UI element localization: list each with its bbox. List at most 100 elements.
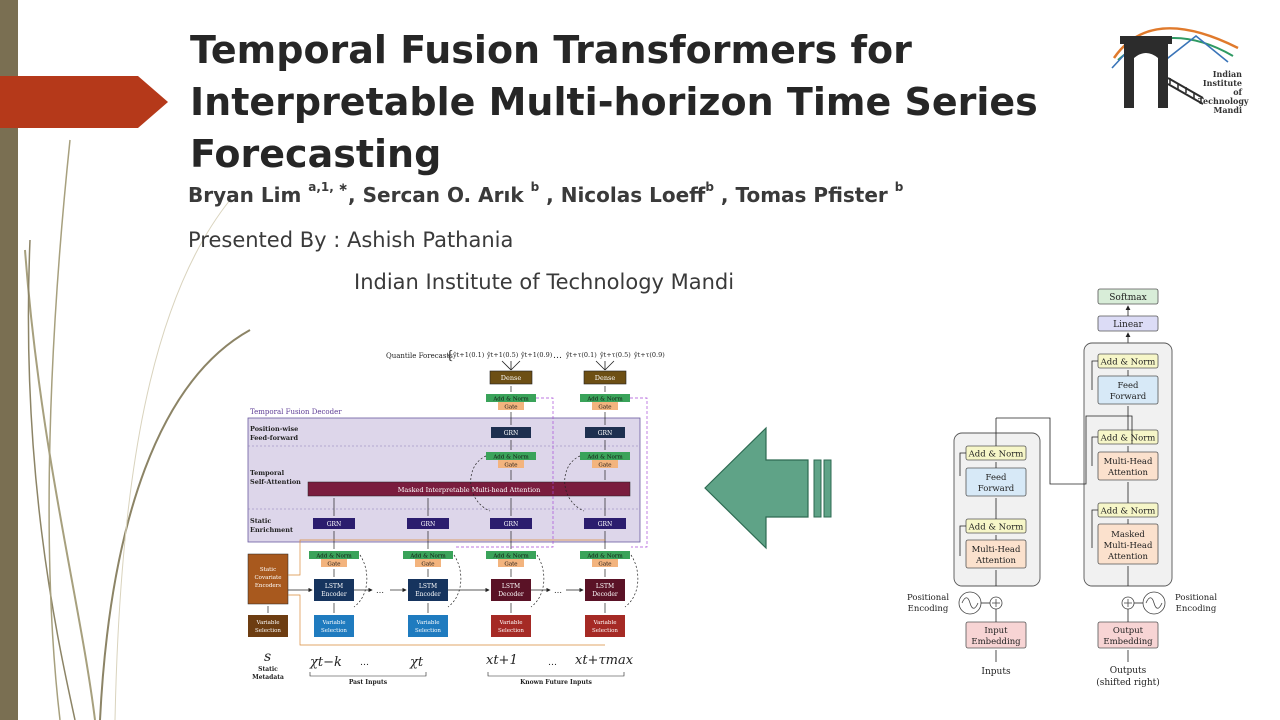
pos-ff-label-2: Feed-forward	[250, 434, 299, 442]
lstm-dec-label-2a: LSTM	[596, 583, 614, 590]
static-cov-label-2: Covariate	[254, 575, 281, 581]
top-addnorm-1	[486, 394, 536, 402]
enc-mha-label-1: Multi-Head	[972, 545, 1021, 555]
mid-addnorm-2	[580, 452, 630, 460]
variable-selection-4	[585, 615, 625, 637]
title-line-3: Forecasting	[190, 132, 442, 176]
varsel-label-1b: Selection	[321, 628, 347, 634]
dec-masked-label-1: Masked	[1111, 530, 1145, 540]
static-varsel-label-2: Selection	[255, 628, 281, 634]
lstm-encoder-2	[408, 579, 448, 601]
grn-enrich-label-1: GRN	[327, 521, 342, 528]
author-1: Bryan Lim	[188, 183, 302, 207]
accent-arrow-shape	[0, 76, 168, 128]
lstm-enc-label-1a: LSTM	[325, 583, 343, 590]
author-4-affiliation: b	[894, 180, 904, 195]
dec-addnorm-mid-label: Add & Norm	[1100, 434, 1156, 444]
grn-enrich-1	[313, 518, 355, 529]
quantile-tau-0.5: ŷt+τ(0.5)	[599, 351, 631, 359]
static-enrich-label-2: Enrichment	[250, 526, 293, 534]
static-meta-label-1: Static	[258, 666, 278, 673]
low-addnorm-label-2: Add & Norm	[409, 554, 446, 560]
low-gate-label-4: Gate	[598, 562, 611, 568]
varsel-label-1a: Variable	[322, 620, 346, 626]
grn-enrich-2	[407, 518, 449, 529]
grn-enrich-label-3: GRN	[504, 521, 519, 528]
input-dots-past: …	[360, 658, 369, 668]
variable-selection-1	[314, 615, 354, 637]
dense-box-1	[489, 370, 533, 385]
lstm-enc-label-1b: Encoder	[321, 591, 347, 598]
enc-ff-label-2: Forward	[978, 484, 1015, 494]
variable-selection-2	[408, 615, 448, 637]
grn-posff-label-2: GRN	[598, 430, 613, 437]
mid-addnorm-label-2: Add & Norm	[586, 455, 623, 461]
grn-enrich-3	[490, 518, 532, 529]
lstm-dots: …	[376, 586, 384, 595]
varsel-label-4b: Selection	[592, 628, 618, 634]
static-cov-label-3: Encoders	[255, 583, 281, 589]
enc-addnorm-low-label: Add & Norm	[968, 523, 1024, 533]
slide-title: Temporal Fusion Transformers for Interpr…	[190, 24, 1050, 180]
grn-posff-1	[491, 427, 531, 438]
out-emb-label-1: Output	[1113, 626, 1144, 636]
transformer-architecture-diagram: Softmax Linear Add & Norm Feed Forward A…	[907, 288, 1217, 688]
top-gate-label-1: Gate	[504, 405, 517, 411]
input-x-t-plus-tau-max: xt+τmax	[575, 653, 634, 668]
quantile-forecasts-label: Quantile Forecasts	[386, 352, 453, 360]
top-addnorm-2	[580, 394, 630, 402]
enc-ff-label-1: Feed	[986, 473, 1007, 483]
sidebar-bar	[0, 0, 18, 720]
temporal-sa-label-1: Temporal	[250, 469, 285, 477]
mid-gate-label-2: Gate	[598, 463, 611, 469]
grn-enrich-4	[584, 518, 626, 529]
input-x-t-minus-k: χt−k	[309, 655, 342, 670]
static-enrich-label-1: Static	[250, 517, 271, 525]
decoder-title: Temporal Fusion Decoder	[250, 408, 342, 416]
lstm-dec-label-2b: Decoder	[592, 591, 618, 598]
mid-addnorm-label-1: Add & Norm	[492, 455, 529, 461]
mid-gate-2	[592, 460, 618, 468]
input-x-t-plus-1: xt+1	[486, 653, 518, 668]
softmax-box	[1097, 288, 1159, 305]
logo-text-line-3: Technology	[1198, 96, 1249, 106]
linear-label: Linear	[1113, 320, 1143, 330]
dec-ff-label-1: Feed	[1118, 381, 1139, 391]
static-cov-label-1: Static	[260, 567, 276, 573]
grn-posff-label-1: GRN	[504, 430, 519, 437]
enc-addnorm-top-label: Add & Norm	[968, 450, 1024, 460]
lstm-enc-label-2a: LSTM	[419, 583, 437, 590]
inputs-label: Inputs	[981, 667, 1011, 677]
varsel-label-2a: Variable	[416, 620, 440, 626]
pos-ff-label-1: Position-wise	[250, 425, 298, 433]
quantile-t1-0.9: ŷt+1(0.9)	[520, 351, 553, 359]
author-3-affiliation: b	[705, 180, 714, 195]
decorative-lines	[24, 139, 251, 720]
top-gate-label-2: Gate	[598, 405, 611, 411]
dec-addnorm-low-label: Add & Norm	[1100, 507, 1156, 517]
lower-gates	[309, 551, 630, 567]
quantile-t1-0.5: ŷt+1(0.5)	[486, 351, 519, 359]
lstm-decoder-1	[491, 579, 531, 601]
dec-pos-label-2: Encoding	[1176, 604, 1217, 614]
dense-label-2: Dense	[595, 374, 616, 382]
top-gate-1	[498, 402, 524, 410]
logo-text-line-2: Institute of	[1202, 78, 1242, 97]
lstm-decoder-2	[585, 579, 625, 601]
low-gate-label-3: Gate	[504, 562, 517, 568]
author-3: , Nicolas Loeff	[546, 183, 706, 207]
dec-masked-label-3: Attention	[1107, 552, 1149, 562]
title-line-1: Temporal Fusion Transformers for	[190, 28, 912, 72]
in-emb-label-1: Input	[984, 626, 1008, 636]
top-addnorm-label-1: Add & Norm	[492, 397, 529, 403]
dense-label-1: Dense	[501, 374, 522, 382]
dense-box-2	[583, 370, 627, 385]
lstm-dots-2: …	[554, 586, 562, 595]
quantile-tau-0.1: ŷt+τ(0.1)	[565, 351, 597, 359]
enc-mha-label-2: Attention	[975, 556, 1017, 566]
temporal-sa-label-2: Self-Attention	[250, 478, 301, 486]
input-x-t: χt	[409, 655, 424, 670]
lstm-encoder-1	[314, 579, 354, 601]
known-future-label: Known Future Inputs	[520, 679, 592, 686]
